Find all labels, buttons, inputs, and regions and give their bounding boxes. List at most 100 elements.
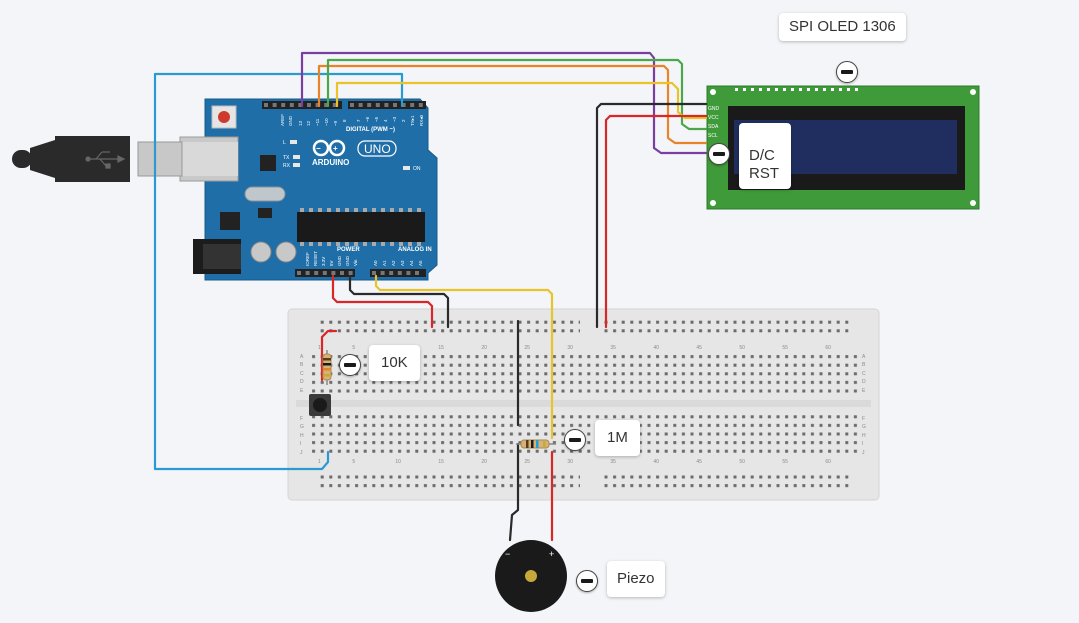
minus-icon[interactable]: [576, 570, 598, 592]
header-pin: [408, 208, 412, 212]
piezo-callout[interactable]: Piezo: [607, 561, 665, 597]
column-number: 60: [825, 345, 831, 351]
svg-text:RX◂0: RX◂0: [419, 114, 424, 126]
column-number: 15: [438, 459, 444, 465]
arduino-model: UNO: [364, 142, 391, 156]
arduino-uno-board[interactable]: DIGITAL (PWM ~) AREF GND 13 12 ~11 ~10 ~…: [179, 98, 438, 281]
column-number: 20: [481, 345, 487, 351]
oled-title-label: SPI OLED 1306: [789, 18, 896, 35]
header-pin: [807, 88, 810, 91]
wire-black-oled[interactable]: [595, 102, 708, 329]
row-letter: D: [300, 379, 304, 385]
header-pin: [322, 271, 327, 275]
wire-purple[interactable]: [300, 51, 708, 155]
header-pin: [372, 242, 376, 246]
wire-green[interactable]: [326, 58, 708, 131]
header-pin: [410, 103, 415, 107]
row-letter: C: [862, 371, 866, 377]
header-pin: [363, 242, 367, 246]
header-pin: [390, 242, 394, 246]
header-pin: [318, 208, 322, 212]
svg-text:−: −: [316, 144, 321, 153]
row-letter: I: [300, 441, 301, 447]
svg-text:TX▸1: TX▸1: [410, 115, 415, 126]
row-letter: F: [862, 416, 865, 422]
header-pin: [418, 103, 423, 107]
svg-text:RESET: RESET: [313, 251, 318, 266]
usb-cable-icon[interactable]: [12, 136, 183, 182]
header-pin: [831, 88, 834, 91]
wire-blue[interactable]: [153, 72, 404, 471]
wire-black-gnd[interactable]: [348, 274, 450, 329]
oled-pin-label: GND: [708, 106, 720, 112]
breadboard[interactable]: A B C D E F G H I J A B C D E F G H I J …: [287, 308, 880, 501]
piezo-buzzer[interactable]: − +: [495, 540, 567, 612]
minus-icon[interactable]: [339, 354, 361, 376]
svg-text:~10: ~10: [324, 118, 329, 126]
column-number: 20: [481, 459, 487, 465]
header-pin: [401, 103, 406, 107]
wire-orange[interactable]: [317, 64, 708, 145]
header-pin: [743, 88, 746, 91]
piezo-label: Piezo: [617, 570, 655, 587]
header-pin: [345, 208, 349, 212]
row-letter: C: [300, 371, 304, 377]
wire-yellow-oled[interactable]: [335, 81, 708, 120]
header-pin: [332, 103, 337, 107]
oled-title-callout[interactable]: SPI OLED 1306: [779, 13, 906, 41]
power-rail-top[interactable]: [320, 319, 580, 336]
header-pin: [264, 103, 268, 107]
svg-text:−: −: [505, 549, 510, 559]
resistor-10k[interactable]: [322, 350, 332, 385]
oled-pins-callout[interactable]: D/C RST: [739, 123, 791, 189]
wire-red-button[interactable]: [320, 329, 338, 382]
header-pin: [417, 242, 421, 246]
resistor-1m[interactable]: [516, 439, 556, 449]
row-letter: B: [300, 362, 304, 368]
header-pin: [324, 103, 329, 107]
header-pin: [358, 103, 363, 107]
wire-yellow-a0[interactable]: [374, 274, 554, 440]
column-number: 55: [782, 459, 788, 465]
column-number: 5: [352, 345, 355, 351]
row-letter: G: [300, 424, 304, 430]
header-pin: [372, 271, 376, 275]
arduino-logo: − +: [312, 139, 346, 157]
header-pin: [408, 242, 412, 246]
oled-pin-label: SDA: [708, 124, 719, 130]
wire-red-5v[interactable]: [331, 274, 434, 329]
power-header-label: POWER: [337, 247, 360, 253]
wire-black-piezo[interactable]: [508, 442, 520, 542]
header-pin: [381, 242, 385, 246]
row-letter: F: [300, 416, 303, 422]
svg-text:~5: ~5: [374, 116, 379, 122]
column-number: 35: [610, 345, 616, 351]
minus-icon[interactable]: [836, 61, 858, 83]
header-pin: [759, 88, 762, 91]
resistor-1m-label: 1M: [607, 429, 628, 446]
wire-red-oled[interactable]: [604, 114, 708, 329]
header-pin: [327, 208, 331, 212]
svg-text:A2: A2: [391, 260, 396, 266]
on-led-label: ON: [413, 166, 421, 172]
minus-icon[interactable]: [564, 429, 586, 451]
row-letter: D: [862, 379, 866, 385]
svg-text:2: 2: [401, 119, 406, 122]
svg-text:~3: ~3: [392, 116, 397, 122]
resistor-10k-callout[interactable]: 10K: [369, 345, 420, 381]
svg-text:GND: GND: [337, 255, 342, 266]
header-pin: [315, 103, 320, 107]
header-pin: [307, 103, 311, 107]
minus-icon[interactable]: [708, 143, 730, 165]
oled-pins-label: D/C RST: [749, 147, 779, 182]
oled-pin-label: SCL: [708, 133, 718, 139]
svg-text:5V: 5V: [329, 260, 334, 266]
resistor-1m-callout[interactable]: 1M: [595, 420, 640, 456]
header-pin: [783, 88, 786, 91]
power-rail-bottom[interactable]: [320, 474, 580, 491]
svg-text:GND: GND: [345, 255, 350, 266]
push-button[interactable]: [309, 394, 331, 416]
header-pin: [417, 208, 421, 212]
row-letter: J: [862, 450, 865, 456]
